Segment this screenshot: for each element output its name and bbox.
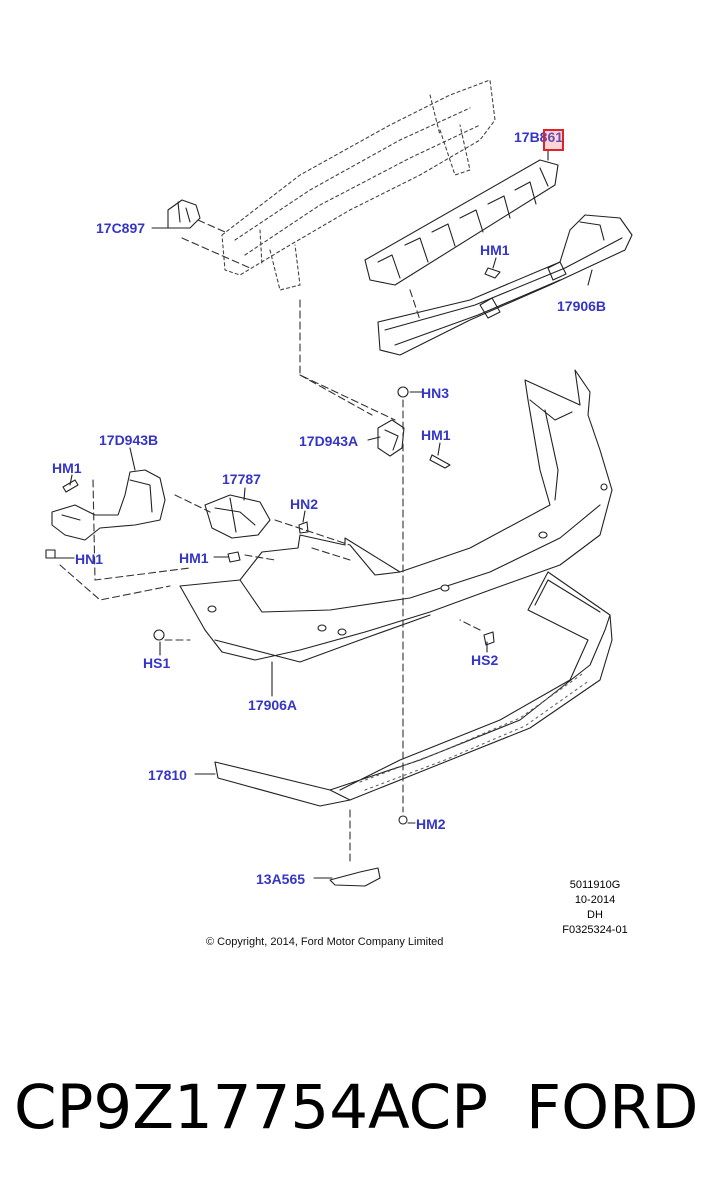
meta-line-3: DH [587, 909, 603, 921]
bracket-17787 [204, 494, 271, 539]
bracket-17c897 [167, 199, 201, 229]
callout-hn2: HN2 [290, 496, 319, 512]
callout-17787: 17787 [222, 471, 261, 487]
callout-hs1: HS1 [143, 655, 171, 671]
bracket-17d943b [51, 469, 166, 541]
body-rear-panel [221, 79, 496, 291]
callout-17d943b: 17D943B [99, 432, 159, 448]
callout-17d943a: 17D943A [299, 433, 359, 449]
parts-diagram [45, 79, 633, 887]
callout-17906b: 17906B [557, 298, 607, 314]
meta-line-4: F0325324-01 [562, 924, 628, 936]
callout-17c897: 17C897 [96, 220, 146, 236]
callout-hm1-left: HM1 [52, 460, 82, 476]
bumper-sensor-holes [207, 483, 608, 636]
highlight-box-17b861 [543, 129, 564, 151]
lower-valance-17810 [214, 571, 613, 807]
callout-hm1-top: HM1 [480, 242, 510, 258]
callout-hn3: HN3 [421, 385, 450, 401]
bumper-cover-17906a [179, 369, 613, 663]
callout-17906a: 17906A [248, 697, 298, 713]
bracket-17d943a [377, 419, 405, 457]
callout-hm2: HM2 [416, 816, 446, 832]
energy-absorber-17b861 [364, 159, 559, 286]
callout-hs2: HS2 [471, 652, 499, 668]
callout-17810: 17810 [148, 767, 187, 783]
meta-line-2: 10-2014 [574, 894, 616, 906]
callout-hn1: HN1 [75, 551, 104, 567]
leader-lines [54, 149, 593, 879]
meta-line-1: 5011910G [569, 879, 621, 891]
callout-hm1-mid: HM1 [421, 427, 451, 443]
callout-13a565: 13A565 [256, 871, 306, 887]
callout-hm1-low: HM1 [179, 550, 209, 566]
part-number: CP9Z17754ACP [14, 1072, 489, 1143]
brand-name: FORD [526, 1072, 699, 1143]
fasteners [45, 267, 501, 825]
diagram-meta: 5011910G 10-2014 DH F0325324-01 [555, 878, 635, 938]
copyright-notice: © Copyright, 2014, Ford Motor Company Li… [206, 936, 444, 948]
assembly-lines [59, 219, 481, 866]
bumper-reinforcement-17906b [377, 214, 633, 356]
reflector-13a565 [329, 867, 381, 887]
callout-17b861: 17B861 [514, 129, 564, 145]
valance-grille-dots [359, 671, 591, 791]
